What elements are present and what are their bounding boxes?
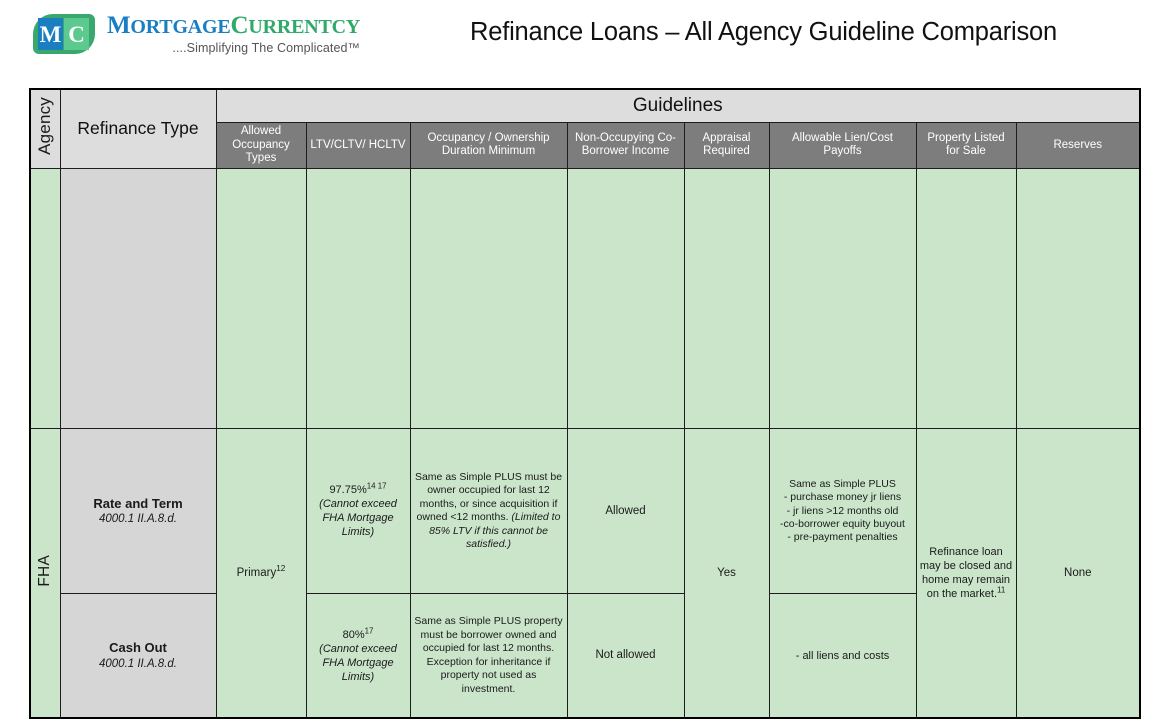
table-row [29, 167, 1141, 430]
refinance-type-citation: 4000.1 II.A.8.d. [98, 657, 177, 670]
cell-refinance-type [59, 167, 217, 430]
table-row: Cash Out 4000.1 II.A.8.d. 80%17 (Cannot … [30, 593, 1140, 719]
brand-logo: M C MORTGAGECURRENTCY ....Simplifying Th… [33, 13, 360, 55]
cell-agency-fha: FHA [29, 428, 61, 719]
cell-refinance-type: Rate and Term 4000.1 II.A.8.d. [59, 428, 217, 595]
ltv-footnote: 14 17 [366, 481, 387, 491]
listed-text: Refinance loan may be closed and home ma… [919, 545, 1013, 601]
page-header: M C MORTGAGECURRENTCY ....Simplifying Th… [0, 0, 1152, 80]
refinance-type-name: Rate and Term [93, 495, 183, 511]
brand-title-currentcy: CURRENTCY [230, 12, 361, 39]
header-refinance-type: Refinance Type [59, 88, 217, 169]
occupancy-types-value: Primary [236, 566, 277, 579]
ltv-value-line: 80%17 [310, 625, 407, 642]
header-agency: Agency [29, 88, 61, 169]
ltv-value: 80% [342, 628, 365, 641]
guideline-comparison-table: Agency Refinance Type Guidelines Allowed… [29, 88, 1142, 719]
header-appraisal-required: Appraisal Required [683, 122, 770, 169]
header-allowed-occupancy-types: Allowed Occupancy Types [215, 122, 307, 169]
duration-text: Same as Simple PLUS must be owner occupi… [414, 470, 563, 524]
header-occupancy-ownership-duration: Occupancy / Ownership Duration Minimum [409, 122, 568, 169]
header-row-group: Agency Refinance Type Guidelines [29, 88, 1141, 169]
cell-ltv: 80%17 (Cannot exceed FHA Mortgage Limits… [305, 593, 411, 719]
table-row: FHA Rate and Term 4000.1 II.A.8.d. Prima… [29, 428, 1141, 719]
header-guidelines-group: Guidelines [215, 88, 1141, 123]
cell-occupancy-types [215, 167, 307, 430]
cell-agency [29, 167, 61, 430]
table-body: FHA Rate and Term 4000.1 II.A.8.d. Prima… [29, 167, 1141, 719]
refinance-type-name: Cash Out [109, 640, 167, 656]
table-head: Agency Refinance Type Guidelines Allowed… [29, 88, 1141, 169]
header-row-columns: Allowed Occupancy Types LTV/CLTV/ HCLTV … [30, 122, 1141, 169]
logo-mark-icon: M C [33, 14, 95, 54]
brand-title: MORTGAGECURRENTCY [107, 13, 360, 38]
cell-non-occupying-income: Allowed [566, 428, 685, 595]
ltv-note: (Cannot exceed FHA Mortgage Limits) [319, 642, 397, 683]
header-ltv-cltv-hcltv: LTV/CLTV/ HCLTV [305, 122, 411, 169]
cell-ltv [305, 167, 411, 430]
logo-letter-c: C [64, 18, 89, 50]
ltv-note: (Cannot exceed FHA Mortgage Limits) [319, 498, 397, 539]
page-title: Refinance Loans – All Agency Guideline C… [470, 18, 1057, 46]
cell-reserves [1015, 167, 1141, 430]
ltv-footnote: 17 [364, 625, 374, 635]
header-property-listed-for-sale: Property Listed for Sale [915, 122, 1017, 169]
refinance-type-citation: 4000.1 II.A.8.d. [98, 513, 177, 526]
cell-agency-label: FHA [36, 554, 54, 587]
header-agency-label: Agency [35, 97, 55, 156]
header-allowable-lien-cost-payoffs: Allowable Lien/Cost Payoffs [768, 122, 917, 169]
logo-letter-m: M [38, 18, 63, 50]
ltv-value-line: 97.75%14 17 [310, 481, 407, 497]
brand-tagline: ....Simplifying The Complicated™ [172, 41, 361, 55]
brand-title-mortgage: MORTGAGE [107, 12, 231, 39]
cell-ltv: 97.75%14 17 (Cannot exceed FHA Mortgage … [305, 428, 411, 595]
cell-reserves: None [1015, 428, 1141, 719]
ltv-value: 97.75% [329, 484, 367, 497]
cell-non-occupying-income: Not allowed [566, 593, 685, 719]
guideline-table-container: Agency Refinance Type Guidelines Allowed… [29, 88, 1142, 719]
cell-occupancy-types: Primary12 [215, 428, 307, 719]
cell-refinance-type: Cash Out 4000.1 II.A.8.d. [59, 593, 217, 719]
listed-footnote: 11 [997, 585, 1006, 595]
cell-appraisal: Yes [683, 428, 770, 719]
cell-payoffs: - all liens and costs [768, 593, 917, 719]
header-reserves: Reserves [1015, 122, 1141, 169]
cell-listed-for-sale: Refinance loan may be closed and home ma… [915, 428, 1017, 719]
duration-note: (Limited to 85% LTV if this cannot be sa… [429, 511, 561, 551]
brand-wordmark: MORTGAGECURRENTCY ....Simplifying The Co… [107, 13, 360, 55]
cell-duration [409, 167, 568, 430]
occupancy-types-footnote: 12 [276, 563, 286, 573]
cell-non-occupying-income [566, 167, 685, 430]
cell-duration: Same as Simple PLUS property must be bor… [409, 593, 568, 719]
header-non-occupying-coborrower-income: Non-Occupying Co-Borrower Income [566, 122, 685, 169]
cell-appraisal [683, 167, 770, 430]
cell-payoffs: Same as Simple PLUS - purchase money jr … [768, 428, 917, 595]
cell-duration: Same as Simple PLUS must be owner occupi… [409, 428, 568, 595]
cell-listed-for-sale [915, 167, 1017, 430]
cell-payoffs [768, 167, 917, 430]
